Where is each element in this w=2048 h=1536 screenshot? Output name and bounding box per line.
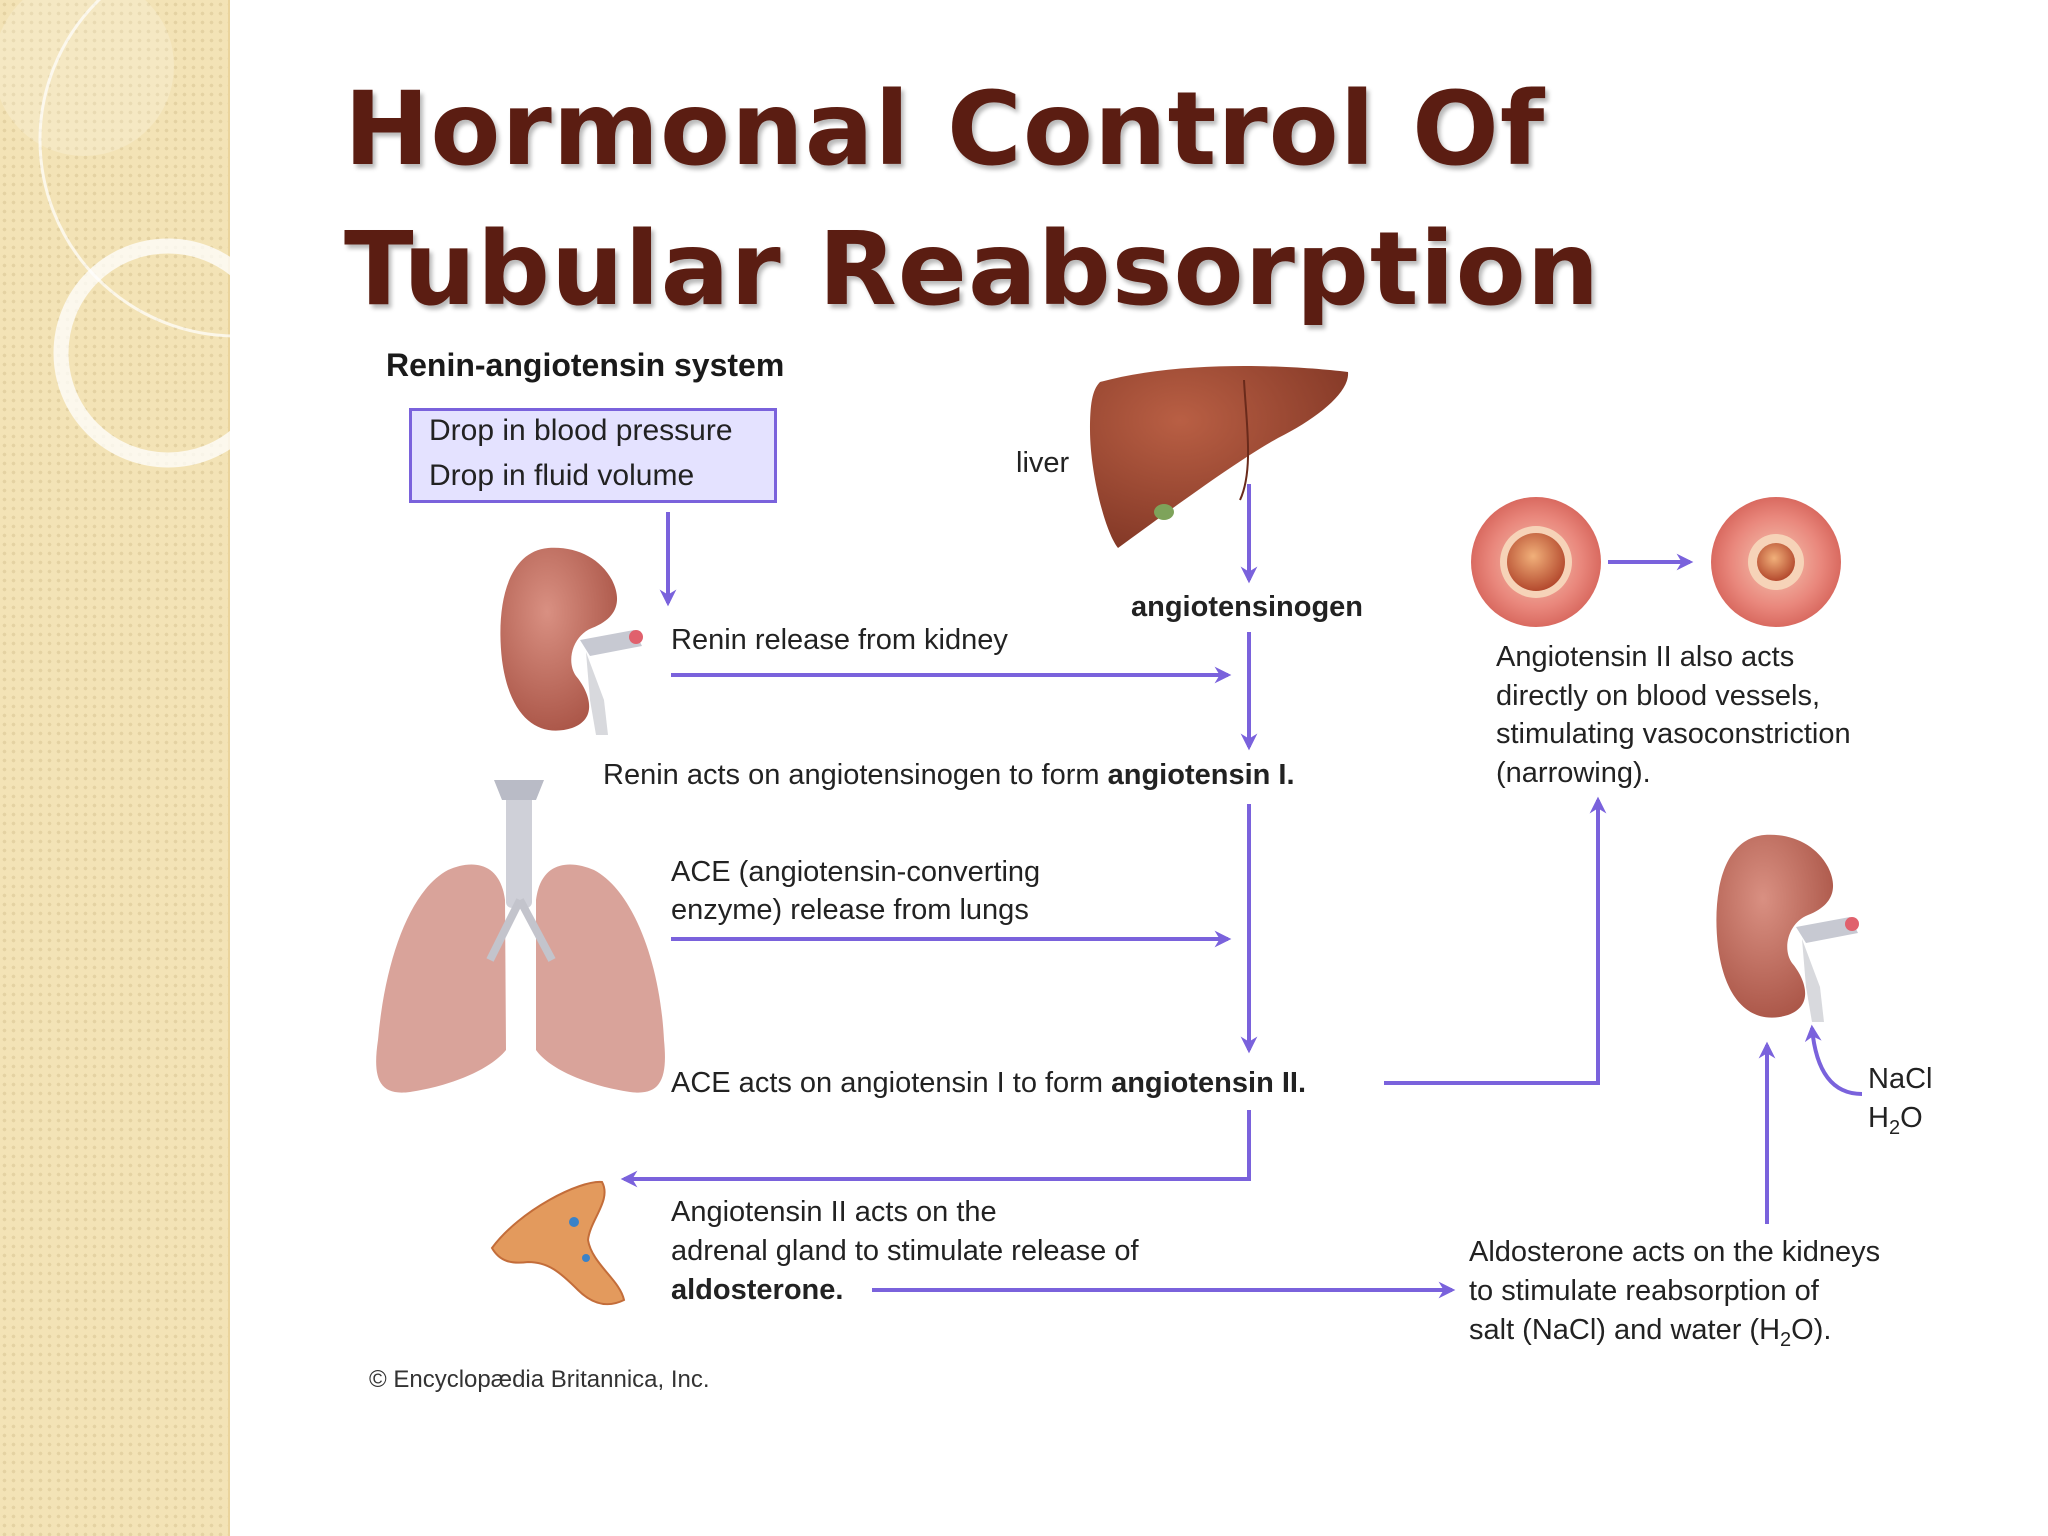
aldosterone-action-line-3: salt (NaCl) and water (H2O).: [1469, 1311, 1831, 1360]
adrenal-line-2: adrenal gland to stimulate release of: [671, 1235, 1139, 1267]
vessel-action-line-4: (narrowing).: [1496, 757, 1651, 789]
deco-circle-large: [38, 0, 260, 338]
deco-circle-small: [0, 0, 174, 156]
aldosterone-action-line-2: to stimulate reabsorption of: [1469, 1275, 1819, 1307]
renin-action-plain: Renin acts on angiotensinogen to form: [603, 759, 1108, 791]
ace-action-text: ACE acts on angiotensin I to form angiot…: [671, 1064, 1306, 1103]
aldosterone-action-line-1: Aldosterone acts on the kidneys: [1469, 1236, 1881, 1268]
arrow-to-vessels: [1384, 796, 1607, 1085]
kidney-icon: [1716, 834, 1859, 1022]
arrows: [620, 484, 1863, 1299]
ace-release-line-1: ACE (angiotensin-converting: [671, 856, 1041, 888]
angiotensinogen-label: angiotensinogen: [1131, 591, 1363, 623]
arrow-nacl-to-kidney: [1804, 1024, 1863, 1096]
deco-circle-ring: [53, 238, 260, 468]
angiotensin-1-term: angiotensin I.: [1107, 759, 1295, 791]
blood-vessel-icon: [1471, 497, 1841, 627]
ace-release-line-2: enzyme) release from lungs: [671, 894, 1029, 926]
stimulus-fluid-volume: Drop in fluid volume: [429, 459, 695, 492]
stimulus-blood-pressure: Drop in blood pressure: [429, 414, 733, 447]
water-h: H: [1868, 1102, 1889, 1134]
input-water: H2O: [1868, 1099, 1923, 1148]
ace-action-plain: ACE acts on angiotensin I to form: [671, 1067, 1112, 1099]
decorative-circles: [0, 0, 260, 468]
arrow-to-adrenal: [620, 1110, 1251, 1188]
angiotensin-2-term: angiotensin II.: [1111, 1067, 1307, 1099]
vessel-action-line-3: stimulating vasoconstriction: [1496, 718, 1851, 750]
credit-text: © Encyclopædia Britannica, Inc.: [369, 1366, 710, 1393]
renin-action-text: Renin acts on angiotensinogen to form an…: [603, 756, 1295, 795]
aldo-line-3-a: salt (NaCl) and water (H: [1469, 1314, 1781, 1346]
water-sub: 2: [1888, 1116, 1901, 1139]
aldosterone-term: aldosterone.: [671, 1274, 844, 1306]
water-o: O: [1900, 1102, 1923, 1134]
adrenal-line-1: Angiotensin II acts on the: [671, 1196, 997, 1228]
input-nacl: NaCl: [1868, 1063, 1933, 1095]
slide-title: Hormonal Control Of Tubular Reabsorption: [344, 70, 1601, 329]
stimulus-box: [409, 408, 777, 503]
vessel-action-line-1: Angiotensin II also acts: [1496, 641, 1795, 673]
diagram-subtitle: Renin-angiotensin system: [386, 347, 785, 383]
vessel-action-line-2: directly on blood vessels,: [1496, 680, 1820, 712]
aldo-line-3-b: O).: [1791, 1314, 1832, 1346]
aldo-line-3-sub: 2: [1780, 1328, 1792, 1351]
renin-release-text: Renin release from kidney: [671, 624, 1008, 656]
lungs-icon: [376, 780, 665, 1093]
liver-label: liver: [1016, 447, 1070, 479]
kidney-icon: [500, 547, 643, 735]
liver-icon: [1090, 366, 1349, 548]
adrenal-gland-icon: [490, 1180, 626, 1306]
